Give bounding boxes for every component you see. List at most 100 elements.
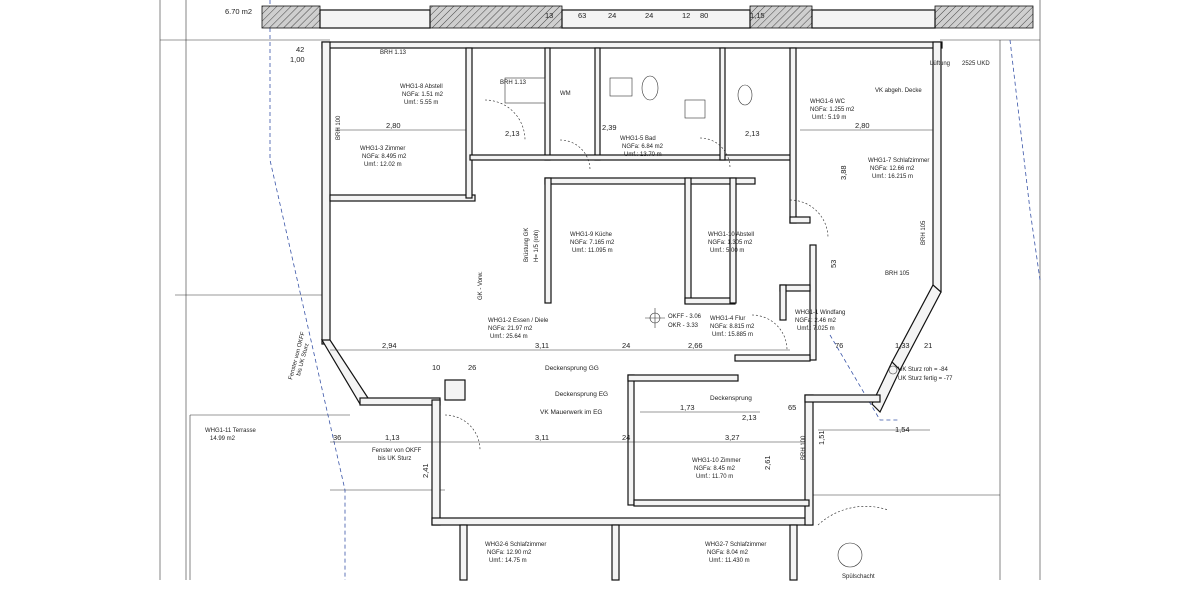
svg-text:NGFa: 8.495 m2: NGFa: 8.495 m2 (362, 154, 407, 160)
svg-text:NGFa: 2.46 m2: NGFa: 2.46 m2 (795, 318, 837, 324)
svg-text:Umf.: 25.64 m: Umf.: 25.64 m (490, 334, 528, 340)
svg-text:Umf.: 5.55 m: Umf.: 5.55 m (404, 100, 438, 106)
dimension-label: 36 (333, 433, 341, 442)
dimension-label: 2,94 (382, 341, 397, 350)
dimension-label: 1,13 (385, 433, 400, 442)
okff-label: OKFF - 3.06 (668, 314, 702, 320)
room-label: WHG2-6 Schlafzimmer NGFa: 12.90 m2 Umf.:… (485, 542, 546, 564)
svg-text:Umf.: 14.75 m: Umf.: 14.75 m (489, 558, 527, 564)
brh-label: BRH 1.13 (500, 80, 527, 86)
svg-text:NGFa: 7.165 m2: NGFa: 7.165 m2 (570, 240, 615, 246)
brh-label: BRH 1.13 (380, 50, 407, 56)
fenster-note: Fenster von OKFF (372, 448, 422, 454)
ukd-label: 2525 UKD (962, 61, 990, 67)
dimension-label: 1,73 (680, 403, 695, 412)
room-label: WHG2-7 Schlafzimmer NGFa: 8.04 m2 Umf.: … (705, 542, 766, 564)
svg-text:Umf.: 7.025 m: Umf.: 7.025 m (797, 326, 835, 332)
room-label: WHG1-4 Flur NGFa: 8.815 m2 Umf.: 15.885 … (710, 316, 755, 338)
dimension-label: 2,80 (855, 121, 870, 130)
dimension-label: 1,51 (817, 430, 826, 445)
fixtures (504, 75, 863, 568)
dimension-label: 2,39 (602, 123, 617, 132)
room-label: WHG1-5 Bad NGFa: 6.84 m2 Umf.: 13.70 m (620, 136, 664, 158)
svg-text:WHG1-5 Bad: WHG1-5 Bad (620, 136, 656, 142)
svg-text:Umf.: 5.19 m: Umf.: 5.19 m (812, 115, 846, 121)
dimension-label: 2,13 (745, 129, 760, 138)
dimension-label: 53 (829, 260, 838, 268)
dimension-label: 13 (545, 11, 553, 20)
dimension-label: 2,13 (505, 129, 520, 138)
dimension-label: 2,80 (386, 121, 401, 130)
svg-text:Umf.: 13.70 m: Umf.: 13.70 m (624, 152, 662, 158)
door-swings (444, 99, 889, 526)
svg-text:NGFa: 21.97 m2: NGFa: 21.97 m2 (488, 326, 533, 332)
svg-text:Umf.: 16.215 m: Umf.: 16.215 m (872, 174, 913, 180)
room-label: WHG1-10 Zimmer NGFa: 8.45 m2 Umf.: 11.70… (692, 458, 741, 480)
lueftung-label: Lüftung (930, 61, 950, 67)
dimension-lines (330, 129, 933, 443)
fenster-note: bis UK Sturz (378, 456, 411, 462)
room-label: WHG1-8 Abstell NGFa: 1.51 m2 Umf.: 5.55 … (400, 84, 444, 106)
svg-text:NGFa: 12.90 m2: NGFa: 12.90 m2 (487, 550, 532, 556)
svg-text:NGFa: 1.51 m2: NGFa: 1.51 m2 (402, 92, 444, 98)
room-label: WHG1-7 Schlafzimmer NGFa: 12.66 m2 Umf.:… (868, 158, 929, 180)
dimension-label: 2,13 (742, 413, 757, 422)
gk-vorwand-label: GK - Vorw. (478, 271, 484, 300)
uk-sturz-label: UK Sturz fertig = -77 (898, 376, 953, 382)
svg-text:Umf.: 15.885 m: Umf.: 15.885 m (712, 332, 753, 338)
svg-text:14.99 m2: 14.99 m2 (210, 436, 236, 442)
dimension-label: 1,54 (895, 425, 910, 434)
interior-walls (329, 47, 817, 507)
deckensprung-gg-label: Deckensprung GG (545, 365, 599, 372)
brh-label: BRH 105 (921, 220, 927, 245)
svg-text:Umf.: 5.00 m: Umf.: 5.00 m (710, 248, 744, 254)
room-label: WHG1-1 Windfang NGFa: 2.46 m2 Umf.: 7.02… (795, 310, 845, 332)
dimension-label: 1,33 (895, 341, 910, 350)
deckensprung-label: Deckensprung (710, 395, 752, 402)
vk-decke-label: VK abgeh. Decke (875, 88, 922, 94)
bruestung-height-label: H= 1/5 (roh) (534, 230, 540, 262)
building-walls (320, 41, 943, 581)
dimension-label: 2,61 (763, 455, 772, 470)
dimension-label: 24 (645, 11, 653, 20)
brh-label: BRH 105 (885, 271, 910, 277)
dimension-label: 42 (296, 45, 304, 54)
svg-text:NGFa: 8.45 m2: NGFa: 8.45 m2 (694, 466, 736, 472)
svg-text:Umf.: 12.02 m: Umf.: 12.02 m (364, 162, 402, 168)
uk-sturz-label: UK Sturz roh = -84 (898, 367, 949, 373)
top-walls (261, 5, 1034, 29)
svg-text:Umf.: 11.095 m: Umf.: 11.095 m (572, 248, 613, 254)
svg-text:NGFa: 1.255 m2: NGFa: 1.255 m2 (810, 107, 855, 113)
dimension-label: 24 (608, 11, 616, 20)
wall-length-label: 6.70 m2 (225, 7, 252, 16)
dimension-label: 12 (682, 11, 690, 20)
svg-text:WHG1-1 Windfang: WHG1-1 Windfang (795, 310, 845, 316)
svg-text:WHG1-6 WC: WHG1-6 WC (810, 99, 846, 105)
dimension-label: 80 (700, 11, 708, 20)
dimension-label: 2,41 (421, 463, 430, 478)
dimension-label: 63 (578, 11, 586, 20)
dimension-label: 3,27 (725, 433, 740, 442)
dimension-label: 24 (622, 341, 630, 350)
svg-text:NGFa: 8.04 m2: NGFa: 8.04 m2 (707, 550, 749, 556)
spuelschacht-label: Spülschacht (842, 574, 875, 580)
room-label: WHG1-9 Küche NGFa: 7.165 m2 Umf.: 11.095… (570, 232, 615, 254)
dimension-label: 1,00 (290, 55, 305, 64)
svg-text:WHG1-10 Zimmer: WHG1-10 Zimmer (692, 458, 741, 464)
svg-text:WHG1-10 Abstell: WHG1-10 Abstell (708, 232, 754, 238)
room-label: WHG1-10 Abstell NGFa: 1.305 m2 Umf.: 5.0… (708, 232, 754, 254)
dimension-label: 1,15 (750, 11, 765, 20)
dimension-label: 65 (788, 403, 796, 412)
section-markers (645, 308, 898, 375)
svg-text:Umf.: 11.70 m: Umf.: 11.70 m (696, 474, 733, 480)
svg-text:Umf.: 11.430 m: Umf.: 11.430 m (709, 558, 750, 564)
svg-text:WHG1-11 Terrasse: WHG1-11 Terrasse (205, 428, 256, 434)
svg-text:NGFa: 1.305 m2: NGFa: 1.305 m2 (708, 240, 753, 246)
room-label: WHG1-11 Terrasse 14.99 m2 (205, 428, 256, 442)
dimension-label: 26 (468, 363, 476, 372)
dimension-label: 3,11 (535, 433, 549, 442)
svg-text:NGFa: 12.66 m2: NGFa: 12.66 m2 (870, 166, 915, 172)
dimension-label: 21 (924, 341, 932, 350)
dimension-label: 3,11 (535, 341, 549, 350)
room-label: WHG1-2 Essen / Diele NGFa: 21.97 m2 Umf.… (488, 318, 549, 340)
